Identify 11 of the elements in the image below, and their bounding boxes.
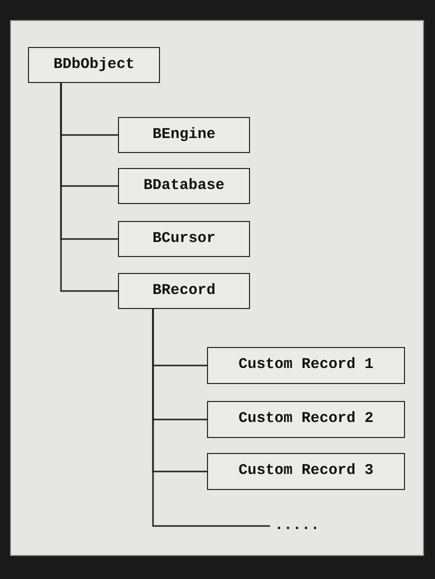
class-box: BDbObject <box>28 47 160 83</box>
connector-line <box>60 83 118 292</box>
class-box: BCursor <box>118 221 250 257</box>
class-box: BRecord <box>118 273 250 309</box>
ellipsis-text: ..... <box>270 514 324 538</box>
class-box: Custom Record 1 <box>207 347 405 384</box>
class-box: Custom Record 3 <box>207 453 405 490</box>
class-box: BDatabase <box>118 168 250 204</box>
class-box: Custom Record 2 <box>207 401 405 438</box>
class-box: BEngine <box>118 117 250 153</box>
connector-line <box>152 309 270 527</box>
